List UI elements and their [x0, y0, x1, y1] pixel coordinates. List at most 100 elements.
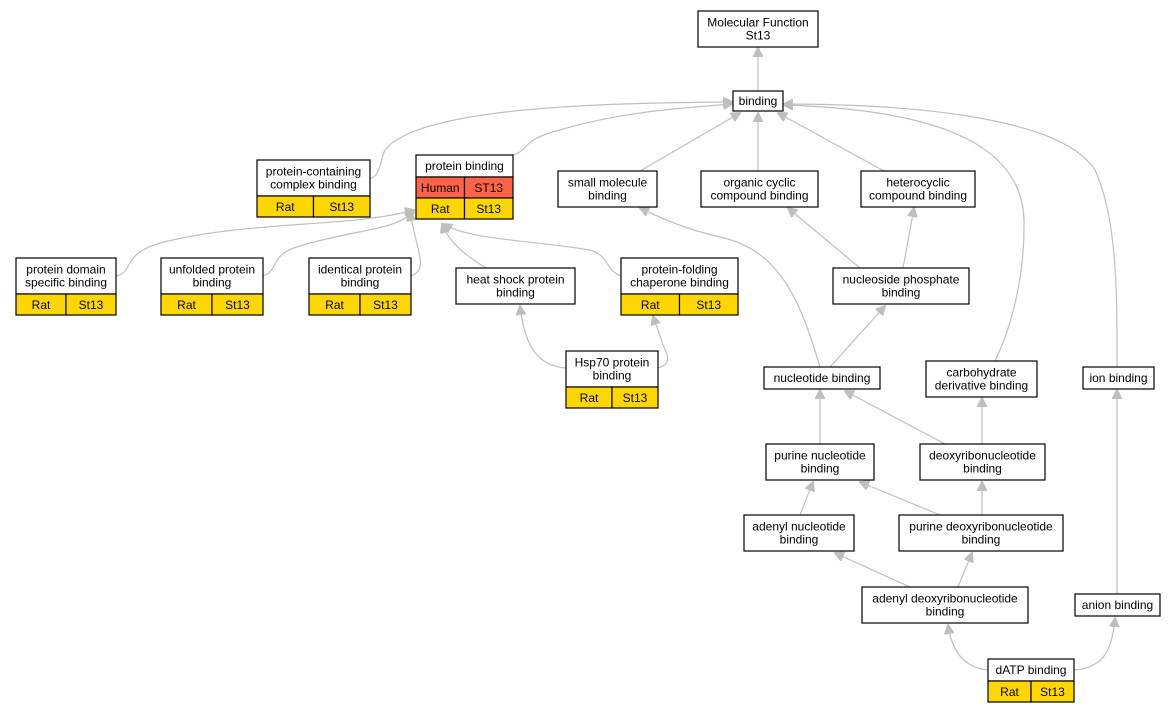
term-label-line: compound binding [710, 189, 808, 203]
term-label-line: compound binding [869, 189, 967, 203]
gene-cell[interactable] [611, 386, 659, 409]
term-box [557, 170, 658, 208]
edge-drnb-to-nb [845, 391, 946, 445]
term-label-line: identical protein [318, 263, 402, 277]
term-label-line: carbohydrate [946, 366, 1016, 380]
term-box [832, 267, 970, 305]
edge-nb-to-npb [829, 306, 885, 368]
term-label-line: purine nucleotide [774, 449, 866, 463]
term-label-line: binding [193, 276, 232, 290]
term-label-line: nucleoside phosphate [843, 273, 960, 287]
term-label-line: Hsp70 protein [575, 356, 650, 370]
gene-label: St13 [623, 391, 648, 405]
gene-cell[interactable] [312, 195, 371, 218]
edge-adrnb-to-anb [835, 553, 911, 588]
term-node-ionb[interactable]: ion binding [1082, 366, 1155, 390]
term-box [732, 90, 784, 112]
gene-label: St13 [1040, 685, 1065, 699]
term-box [1074, 593, 1161, 617]
term-label-line: binding [801, 462, 840, 476]
term-label-line: heterocyclic [886, 176, 949, 190]
term-node-anion[interactable]: anion binding [1074, 593, 1161, 617]
term-label-line: binding [882, 286, 921, 300]
term-label-line: protein-folding [641, 263, 717, 277]
edge-hsp70-to-pfcb [653, 316, 669, 369]
gene-cell[interactable] [65, 293, 117, 316]
gene-cell[interactable] [359, 293, 412, 316]
gene-label: St13 [696, 298, 721, 312]
term-box [765, 443, 875, 481]
term-label-line: binding [341, 276, 380, 290]
term-label-line: ion binding [1089, 371, 1147, 385]
gene-cell[interactable] [211, 293, 264, 316]
species-label: Rat [325, 298, 344, 312]
term-box [15, 257, 117, 295]
term-label-line: protein domain [26, 263, 105, 277]
edge-npb-to-hcb [902, 208, 914, 269]
term-node-binding[interactable]: binding [732, 90, 784, 112]
gene-label: St13 [79, 298, 104, 312]
term-label-line: binding [588, 189, 627, 203]
term-box [697, 10, 819, 48]
edges-layer [115, 48, 1117, 671]
edge-cdb-to-binding [784, 105, 1025, 362]
term-label-line: small molecule [568, 176, 648, 190]
edge-datp-to-adrnb [948, 625, 989, 671]
term-node-nb[interactable]: nucleotide binding [763, 366, 881, 390]
term-label-line: dATP binding [996, 663, 1067, 677]
term-label-line: binding [593, 369, 632, 383]
term-label-line: binding [496, 286, 535, 300]
species-label: Rat [276, 200, 295, 214]
term-box [565, 350, 659, 388]
species-label: Rat [641, 298, 660, 312]
gene-label: St13 [225, 298, 250, 312]
term-label-line: anion binding [1082, 598, 1153, 612]
term-box [455, 267, 576, 305]
term-box [861, 586, 1029, 624]
nodes-layer: Molecular FunctionSt13bindingprotein-con… [15, 10, 1161, 703]
term-box [700, 170, 819, 208]
gene-label: St13 [476, 202, 501, 216]
term-box [898, 514, 1064, 552]
gene-cell[interactable] [678, 293, 739, 316]
edge-adrnb-to-pdrnb [957, 553, 972, 588]
edge-datp-to-anion [1073, 618, 1115, 671]
edge-hspb-to-pb [442, 224, 487, 269]
term-label-line: binding [926, 605, 965, 619]
term-box [860, 170, 976, 208]
edge-pfcb-to-pb [443, 224, 622, 277]
gene-cell[interactable] [1030, 680, 1075, 703]
term-label-line: Molecular Function [707, 16, 808, 30]
edge-hsp70-to-hspb [520, 306, 567, 369]
term-box [1082, 366, 1155, 390]
species-label: Rat [32, 298, 51, 312]
edge-nb-to-smb [640, 208, 821, 368]
term-label-line: specific binding [25, 276, 107, 290]
term-label-line: heat shock protein [466, 273, 564, 287]
term-label-line: binding [963, 462, 1002, 476]
gene-cell[interactable] [463, 197, 514, 220]
term-label-line: purine deoxyribonucleotide [909, 520, 1053, 534]
gene-label: St13 [329, 200, 354, 214]
